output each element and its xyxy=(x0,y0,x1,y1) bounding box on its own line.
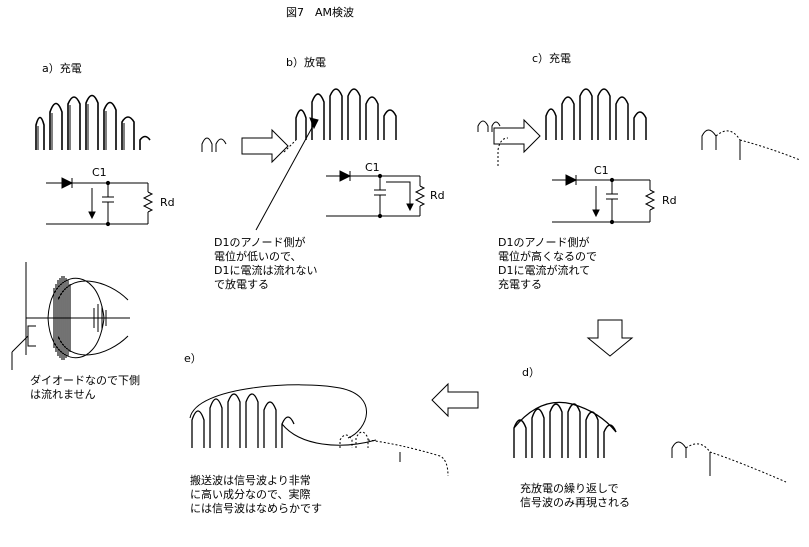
panel-c-note-line: D1に電流が流れて xyxy=(498,264,591,277)
panel-d-note-line: 信号波のみ再現される xyxy=(520,496,630,509)
panel-b-note-line: D1のアノード側が xyxy=(214,236,306,249)
panel-a-note-line: は流れません xyxy=(30,388,96,401)
panel-e-waveform xyxy=(189,384,449,477)
panel-c-waveform xyxy=(477,88,801,166)
arrow-b-icon xyxy=(241,128,289,164)
arrow-c-icon xyxy=(493,118,541,154)
panel-d-note: 充放電の繰り返しで 信号波のみ再現される xyxy=(520,482,630,510)
panel-a-overlap-waveform xyxy=(11,262,130,370)
panel-a-note: ダイオードなので下側 は流れません xyxy=(30,374,140,402)
panel-e-note: 搬送波は信号波より非常 に高い成分なので、実際 には信号波はなめらかです xyxy=(190,474,322,516)
panel-c-label: c）充電 xyxy=(532,52,572,65)
panel-c-rd-label: Rd xyxy=(662,194,677,207)
panel-b-note-line: D1に電流は流れない xyxy=(214,264,318,277)
panel-b-waveform xyxy=(201,88,397,153)
panel-a-label: a）充電 xyxy=(42,62,82,75)
panel-c-c1-label: C1 xyxy=(594,164,609,177)
panel-c-note: D1のアノード側が 電位が高くなるので D1に電流が流れて 充電する xyxy=(498,236,597,292)
panel-d-note-line: 充放電の繰り返しで xyxy=(520,482,619,495)
panel-b-circuit xyxy=(326,170,426,219)
panel-a-circuit xyxy=(46,177,154,227)
panel-b-note-line: 電位が低いので、 xyxy=(214,250,302,263)
panel-c-note-line: D1のアノード側が xyxy=(498,236,590,249)
panel-b-note: D1のアノード側が 電位が低いので、 D1に電流は流れない で放電する xyxy=(214,236,317,292)
panel-c-note-line: 充電する xyxy=(498,278,542,291)
panel-a-waveform xyxy=(35,94,151,150)
panel-e-note-line: には信号波はなめらかです xyxy=(190,502,322,515)
panel-e-label: e） xyxy=(184,352,202,365)
panel-c-circuit xyxy=(552,174,656,225)
panel-b-pointer xyxy=(255,117,319,231)
panel-b-c1-label: C1 xyxy=(365,161,380,174)
arrow-left-icon xyxy=(431,382,479,418)
panel-e-note-line: に高い成分なので、実際 xyxy=(190,488,311,501)
figure-title: 図7 AM検波 xyxy=(286,6,355,19)
panel-b-rd-label: Rd xyxy=(430,189,445,202)
panel-e-note-line: 搬送波は信号波より非常 xyxy=(190,474,311,487)
panel-d-waveform xyxy=(513,401,787,483)
panel-a-note-line: ダイオードなので下側 xyxy=(30,374,140,387)
panel-a-c1-label: C1 xyxy=(92,166,107,179)
panel-c-note-line: 電位が高くなるので xyxy=(498,250,597,263)
panel-d-label: d） xyxy=(522,366,540,379)
arrow-down-icon xyxy=(586,319,634,357)
panel-a-rd-label: Rd xyxy=(160,196,175,209)
panel-b-label: b）放電 xyxy=(286,56,326,69)
panel-b-note-line: で放電する xyxy=(214,278,269,291)
